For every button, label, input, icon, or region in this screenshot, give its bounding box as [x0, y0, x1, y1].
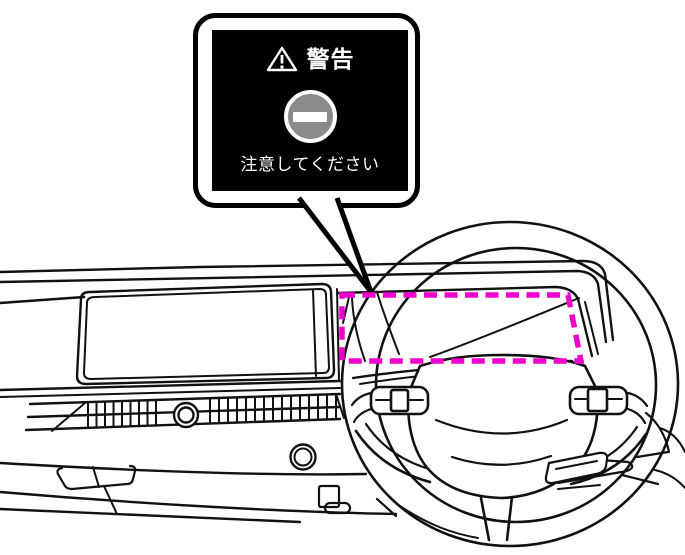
dash-button	[289, 443, 317, 471]
no-entry-bar	[293, 111, 327, 122]
dash-top-edge-2	[0, 269, 608, 344]
instrument-cluster-highlight	[339, 292, 585, 364]
warning-triangle-icon	[266, 46, 297, 72]
vent-strip	[24, 392, 345, 432]
wheel-outer-rim	[340, 220, 680, 548]
dashboard-line-art	[0, 259, 685, 524]
warning-screen: 警告 注意してください	[212, 30, 408, 191]
display-screen-outline	[75, 282, 336, 386]
left-spoke-buttons	[369, 385, 430, 416]
dash-top-edge	[0, 259, 615, 342]
dash-tray	[56, 464, 137, 515]
warning-title: 警告	[306, 45, 355, 72]
hub-slot	[544, 451, 609, 485]
wheel-inner-rim	[374, 246, 658, 524]
ignition-latch	[317, 484, 352, 515]
no-entry-icon	[283, 90, 337, 143]
callout-tail	[297, 196, 374, 295]
stalk-lever	[556, 455, 634, 490]
warning-message: 注意してください	[240, 155, 380, 174]
warning-header: 警告	[266, 44, 355, 74]
right-spoke-buttons	[568, 385, 629, 416]
steering-wheel	[340, 220, 680, 548]
